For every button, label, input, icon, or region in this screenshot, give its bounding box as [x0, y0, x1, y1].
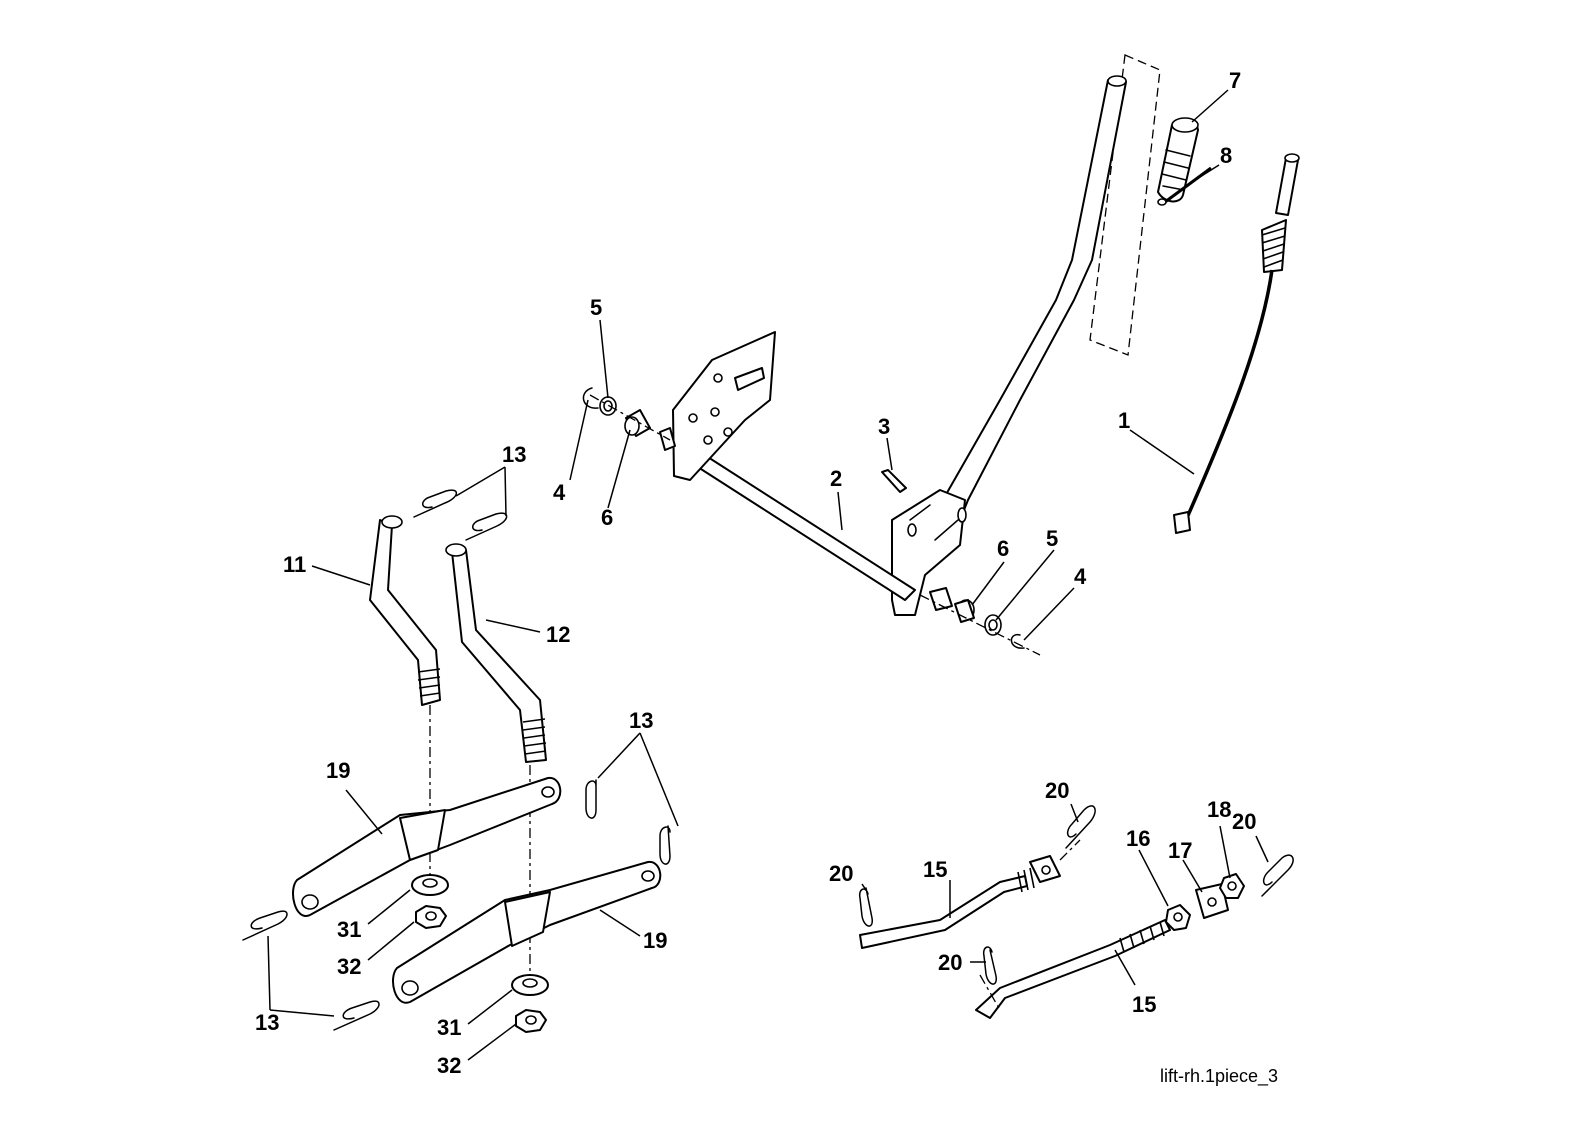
- callout-16: 16: [1126, 826, 1150, 851]
- washer-31-lower: [511, 974, 549, 996]
- leader-lines: [267, 89, 1269, 1061]
- lift-link-11: [369, 515, 441, 706]
- lift-arm-19-upper: [292, 776, 562, 917]
- callout-32-upper: 32: [337, 954, 361, 979]
- washer-31-upper: [411, 874, 449, 896]
- hairpin-clip-13-left-b: [333, 1000, 380, 1031]
- hairpin-clip-13-left-a: [242, 910, 288, 941]
- callout-15-upper: 15: [923, 857, 947, 882]
- callout-4-right: 4: [1074, 564, 1087, 589]
- callout-3: 3: [878, 414, 890, 439]
- callout-20-c: 20: [938, 950, 962, 975]
- callout-1: 1: [1118, 408, 1130, 433]
- callout-12: 12: [546, 622, 570, 647]
- spring-pin: [1157, 166, 1212, 206]
- mounting-plate: [672, 331, 776, 481]
- callout-8: 8: [1220, 143, 1232, 168]
- callout-2: 2: [830, 466, 842, 491]
- right-shaft-hardware: [929, 587, 1025, 649]
- handle-grip: [1157, 117, 1199, 203]
- callout-labels: 1 2 3 4 4 5 5 6 6 7 8 11 12 13 13 13 15 …: [255, 68, 1256, 1078]
- callout-13-right: 13: [629, 708, 653, 733]
- hairpin-clip-13-top-a: [413, 489, 458, 518]
- callout-20-d: 20: [1232, 809, 1256, 834]
- lift-cable: [1173, 153, 1300, 534]
- hairpin-clip-13-right-a: [585, 779, 597, 819]
- callout-31-lower: 31: [437, 1015, 461, 1040]
- hairpin-clip-13-top-b: [465, 512, 508, 541]
- hairpin-clip-20-c: [982, 946, 997, 985]
- nut-32-lower: [515, 1009, 547, 1033]
- callout-32-lower: 32: [437, 1053, 461, 1078]
- callout-31-upper: 31: [337, 917, 361, 942]
- callout-7: 7: [1229, 68, 1241, 93]
- left-shaft-hardware: [582, 387, 676, 451]
- grip-extension-outline: [1089, 54, 1161, 356]
- callout-18: 18: [1207, 797, 1231, 822]
- callout-4-left: 4: [553, 480, 566, 505]
- callout-17: 17: [1168, 838, 1192, 863]
- callout-15-lower: 15: [1132, 992, 1156, 1017]
- trunnion-block-17: [1195, 883, 1229, 919]
- callout-11: 11: [283, 552, 306, 577]
- hairpin-clip-20-b: [858, 887, 873, 927]
- callout-6-right: 6: [997, 536, 1009, 561]
- hairpin-clip-20-d: [1261, 854, 1294, 897]
- nut-16: [1165, 904, 1191, 931]
- lift-rod-15-lower: [975, 919, 1171, 1019]
- callout-5-left: 5: [590, 295, 602, 320]
- callout-19-lower: 19: [643, 928, 667, 953]
- callout-20-a: 20: [1045, 778, 1069, 803]
- nut-32-upper: [415, 905, 447, 929]
- callout-6-left: 6: [601, 505, 613, 530]
- callout-5-right: 5: [1046, 526, 1058, 551]
- lift-link-12: [445, 543, 547, 763]
- hairpin-clip-20-a: [1065, 805, 1096, 849]
- roll-pin: [881, 469, 907, 493]
- callout-13-top: 13: [502, 442, 526, 467]
- diagram-caption: lift-rh.1piece_3: [1160, 1066, 1278, 1087]
- nut-18: [1219, 873, 1245, 899]
- callout-13-left: 13: [255, 1010, 279, 1035]
- lift-shaft: [677, 439, 916, 601]
- lift-arm-19-lower: [392, 860, 662, 1004]
- hairpin-clip-13-right-b: [659, 825, 671, 865]
- lift-lever: [891, 75, 1127, 616]
- lift-rod-15-upper: [859, 855, 1061, 949]
- callout-19-upper: 19: [326, 758, 350, 783]
- callout-20-b: 20: [829, 861, 853, 886]
